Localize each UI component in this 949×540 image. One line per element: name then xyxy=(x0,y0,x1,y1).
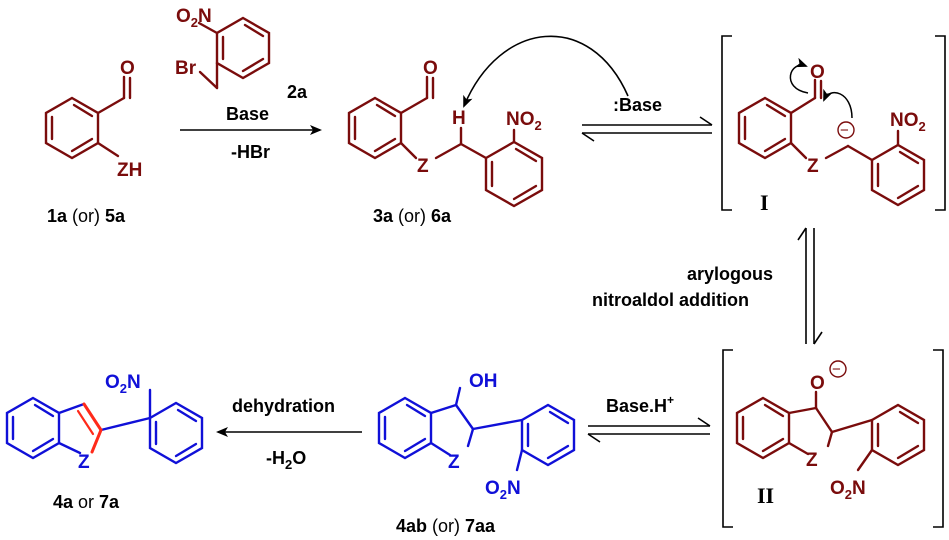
z-label-4ab: Z xyxy=(448,452,460,473)
product-4a: Z O2N xyxy=(5,372,204,473)
equilibrium-arrow-2 xyxy=(581,116,713,142)
label-2a: 2a xyxy=(287,82,308,102)
no2-4ab: O2N xyxy=(485,478,521,502)
label-1a: 1a (or) 5a xyxy=(47,206,126,226)
new-double-bond-4a xyxy=(76,402,103,454)
label-intermediate-I: I xyxy=(760,190,769,215)
z-label-3a: Z xyxy=(417,156,429,177)
arrow-step4-top: Base.H+ xyxy=(606,393,674,416)
h-label-3a: H xyxy=(452,108,466,129)
z-label-I: Z xyxy=(807,156,819,177)
aldehyde-o-1a: O xyxy=(120,58,135,79)
arrow-step2-top: :Base xyxy=(613,95,662,115)
compound-3a: O H Z NO2 xyxy=(347,58,544,208)
aldehyde-o-I: O xyxy=(810,62,825,83)
label-intermediate-II: II xyxy=(757,483,774,508)
no2-2a: O2N xyxy=(176,6,212,30)
arrow-step1-top: Base xyxy=(226,104,269,124)
label-4ab: 4ab (or) 7aa xyxy=(396,516,496,536)
z-label-4a: Z xyxy=(78,452,90,473)
electron-push-arrows-I xyxy=(789,57,853,119)
carbanion-minus-I: − xyxy=(840,122,849,139)
no2-4a: O2N xyxy=(105,372,141,396)
zh-label-1a: ZH xyxy=(117,160,142,181)
alkoxide-minus-II: − xyxy=(832,361,841,378)
arrow-step5-top: dehydration xyxy=(232,396,335,416)
z-label-II: Z xyxy=(806,450,818,471)
alkoxide-o-II: O xyxy=(810,373,825,394)
intermediate-I: − O Z NO2 xyxy=(737,62,926,207)
intermediate-II: O − Z O2N xyxy=(735,360,926,502)
no2-II: O2N xyxy=(830,478,866,502)
no2-3a: NO2 xyxy=(506,109,542,133)
intermediate-II-brackets xyxy=(722,349,944,528)
arrow-step3-line1: arylogous xyxy=(687,264,773,284)
equilibrium-arrow-3 xyxy=(797,227,823,345)
arrow-step5-bottom: -H2O xyxy=(266,448,306,472)
br-2a: Br xyxy=(175,58,197,79)
curved-arrow-deprotonation xyxy=(463,35,629,108)
arrow-step3-line2: nitroaldol addition xyxy=(592,290,749,310)
label-4a: 4a or 7a xyxy=(53,492,120,512)
oh-label-4ab: OH xyxy=(469,371,498,392)
intermediate-I-brackets xyxy=(721,35,946,211)
label-3a: 3a (or) 6a xyxy=(373,206,452,226)
no2-I: NO2 xyxy=(890,110,926,134)
aldehyde-o-3a: O xyxy=(423,58,438,79)
equilibrium-arrow-4 xyxy=(587,417,711,443)
arrow-step1-bottom: -HBr xyxy=(231,142,270,162)
compound-4ab: OH Z O2N xyxy=(377,371,576,502)
compound-1a: O ZH xyxy=(44,58,142,181)
compound-2a: O2N Br xyxy=(175,6,271,90)
